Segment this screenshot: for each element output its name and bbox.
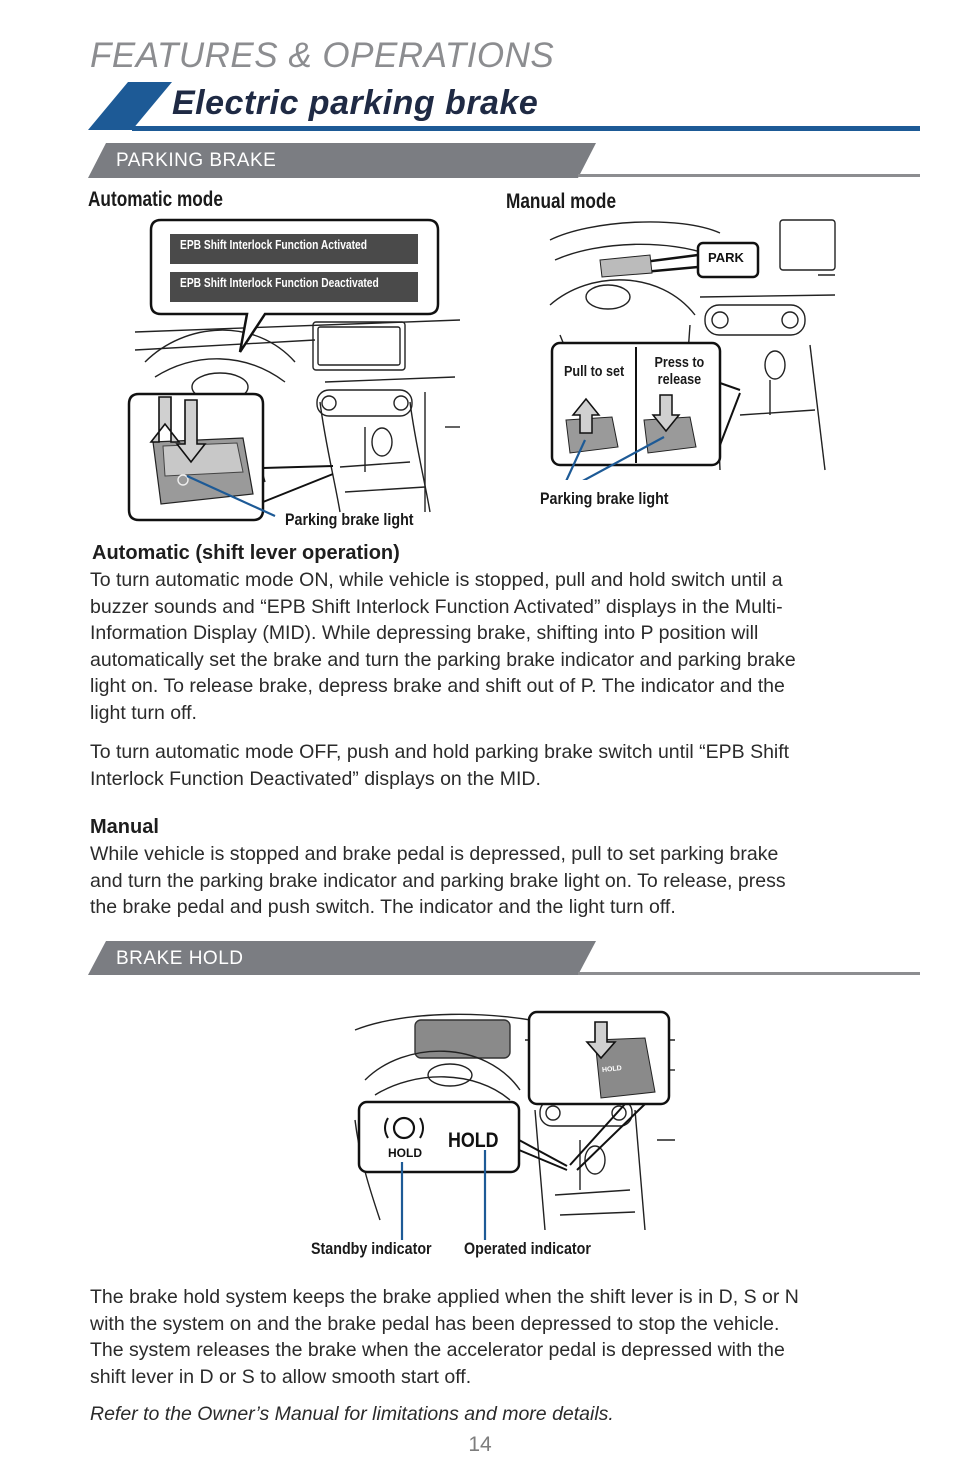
text-line: shift lever in D or S to allow smooth st… [90, 1365, 472, 1388]
standby-indicator-label: Standby indicator [311, 1239, 432, 1258]
brake-hold-illustration [354, 1010, 675, 1240]
parking-brake-subhead-rule [578, 174, 920, 177]
text-line: To turn automatic mode OFF, push and hol… [90, 741, 790, 763]
park-indicator-label: PARK [708, 250, 744, 265]
standby-hold-indicator: HOLD [388, 1146, 422, 1160]
title-rule [132, 126, 920, 131]
mid-activated-message: EPB Shift Interlock Function Activated [180, 238, 367, 252]
automatic-off-paragraph: To turn automatic mode OFF, push and hol… [90, 739, 920, 792]
automatic-paragraph: To turn automatic mode ON, while vehicle… [90, 567, 920, 726]
page-number: 14 [468, 1433, 492, 1456]
automatic-heading: Automatic (shift lever operation) [92, 542, 400, 564]
text-line: the brake pedal and push switch. The ind… [90, 896, 676, 918]
press-to-release-line-2: release [657, 371, 702, 388]
parking-brake-light-label-auto: Parking brake light [285, 510, 414, 529]
brake-hold-paragraph: The brake hold system keeps the brake ap… [90, 1284, 920, 1390]
text-line: with the system on and the brake pedal h… [90, 1312, 780, 1335]
press-to-release-line-1: Press to [654, 354, 705, 371]
text-line: automatically set the brake and turn the… [90, 648, 796, 671]
brake-hold-subhead: BRAKE HOLD [116, 948, 244, 969]
manual-heading: Manual [90, 816, 159, 838]
text-line: To turn automatic mode ON, while vehicle… [90, 569, 783, 591]
pull-to-set-label: Pull to set [564, 363, 625, 380]
section-heading: FEATURES & OPERATIONS [90, 36, 555, 75]
title-accent [88, 82, 172, 130]
operated-indicator-label: Operated indicator [464, 1239, 591, 1258]
text-line: light on. To release brake, depress brak… [90, 675, 785, 697]
manual-mode-label: Manual mode [506, 190, 617, 213]
parking-brake-subhead-bar [88, 143, 596, 178]
text-line: Interlock Function Deactivated” displays… [90, 767, 541, 790]
manual-mode-illustration [549, 219, 836, 480]
text-line: buzzer sounds and “EPB Shift Interlock F… [90, 595, 783, 618]
text-line: light turn off. [90, 701, 197, 724]
parking-brake-light-label-manual: Parking brake light [540, 489, 669, 508]
text-line: The brake hold system keeps the brake ap… [90, 1286, 799, 1308]
brake-hold-subhead-rule [578, 972, 920, 975]
brake-hold-subhead-bar [88, 941, 596, 975]
text-line: and turn the parking brake indicator and… [90, 869, 786, 892]
text-line: While vehicle is stopped and brake pedal… [90, 843, 779, 865]
parking-brake-subhead: PARKING BRAKE [116, 150, 277, 171]
text-line: Information Display (MID). While depress… [90, 622, 759, 644]
operated-hold-indicator: HOLD [448, 1129, 499, 1152]
text-line: The system releases the brake when the a… [90, 1339, 785, 1361]
page-title: Electric parking brake [172, 84, 539, 122]
manual-paragraph: While vehicle is stopped and brake pedal… [90, 841, 920, 921]
automatic-mode-label: Automatic mode [88, 188, 223, 211]
owners-manual-note: Refer to the Owner’s Manual for limitati… [90, 1403, 614, 1425]
mid-deactivated-message: EPB Shift Interlock Function Deactivated [180, 276, 379, 290]
press-to-release-label: Press to release [650, 354, 709, 388]
automatic-mode-illustration [127, 218, 461, 522]
